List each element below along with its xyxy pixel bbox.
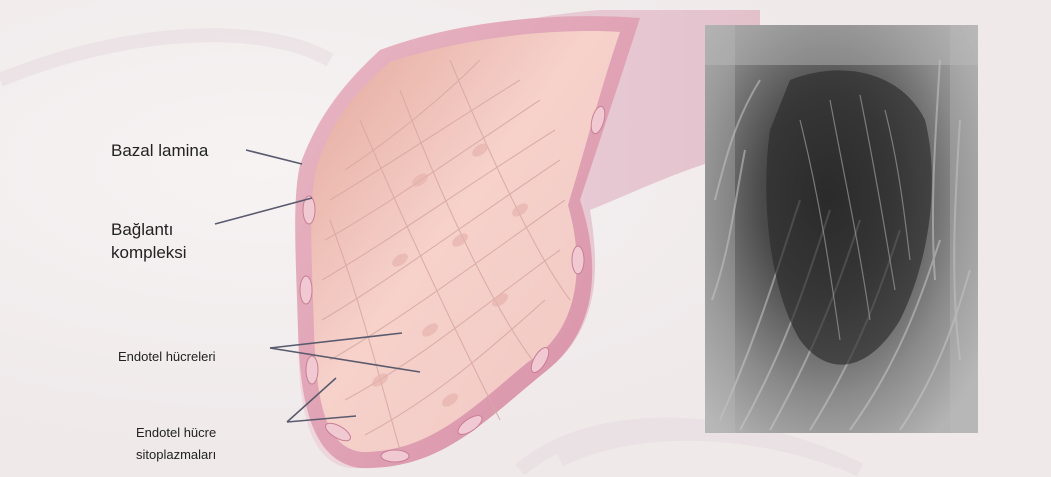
label-endothelial-cells: Endotel hücreleri (118, 349, 216, 364)
label-junction-complex: Bağlantı kompleksi (111, 218, 187, 264)
electron-micrograph (705, 25, 978, 433)
label-endothelial-cytoplasm: Endotel hücre sitoplazmaları (136, 422, 216, 466)
label-basal-lamina: Bazal lamina (111, 141, 208, 161)
